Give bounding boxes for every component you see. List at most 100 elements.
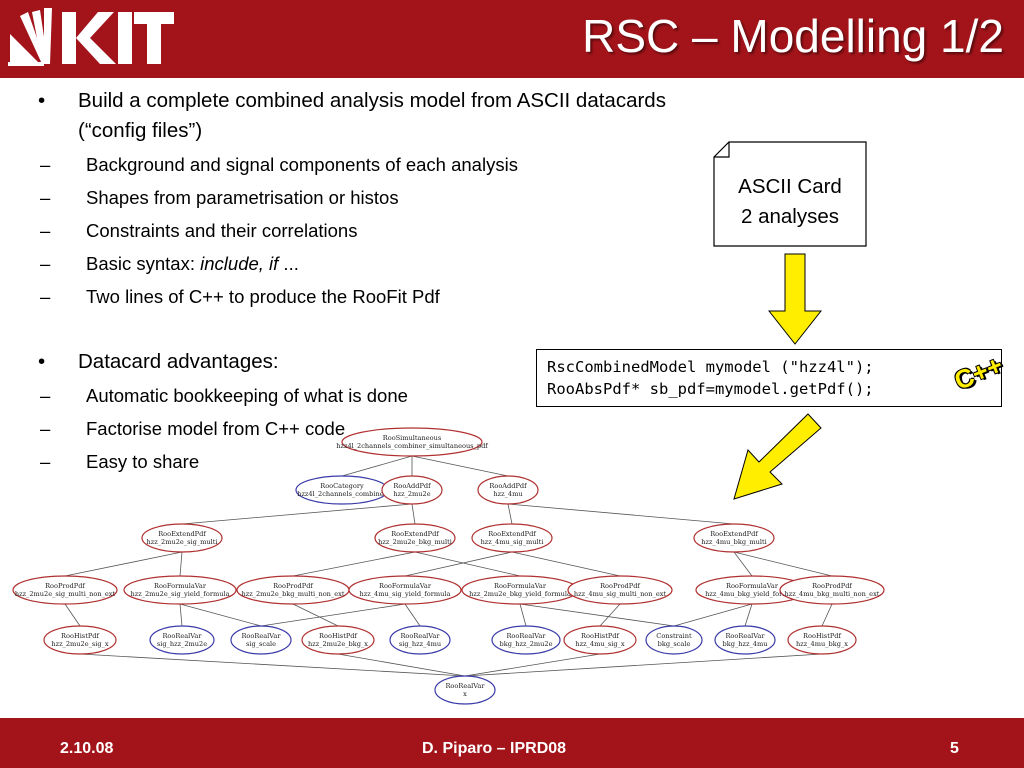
graph-node-ellipse — [43, 625, 117, 655]
sub-item-text: Two lines of C++ to produce the RooFit P… — [86, 286, 440, 307]
graph-edge — [181, 503, 413, 525]
graph-node-label: hzz_2mu2e_bkg_yield_formula — [469, 590, 571, 598]
graph-node-type: RooSimultaneous — [383, 434, 442, 442]
graph-node-label: sig_hzz_4mu — [399, 640, 441, 648]
sub-item-text: Basic syntax: — [86, 253, 201, 274]
sub-item-text: Easy to share — [86, 451, 200, 472]
graph-edge — [464, 653, 601, 677]
bullet-item: • Datacard advantages: –Automatic bookke… — [38, 347, 718, 478]
sub-item: –Constraints and their correlations — [40, 214, 718, 247]
footer-page-number: 5 — [950, 740, 959, 757]
sub-item: –Two lines of C++ to produce the RooFit … — [40, 280, 718, 313]
sub-item: – Background and signal components of eac… — [40, 148, 718, 181]
graph-node-ellipse — [645, 625, 703, 655]
footer-date: 2.10.08 — [60, 740, 114, 757]
graph-edge — [337, 653, 466, 677]
ascii-card-line1: ASCII Card — [738, 175, 842, 198]
graph-node-ellipse — [787, 625, 857, 655]
bullet-text: Build a complete combined analysis model… — [78, 89, 666, 142]
graph-edge — [507, 503, 735, 525]
graph-node-type: RooRealVar — [241, 632, 281, 640]
graph-node-ellipse — [779, 575, 885, 605]
page-title: RSC – Modelling 1/2 — [582, 10, 1004, 62]
graph-node-ellipse — [341, 427, 483, 457]
graph-node: RooSimultaneoushzz4l_2channels_combiner_… — [336, 427, 488, 457]
bullet-symbol: • — [38, 89, 46, 112]
graph-node-label: hzz_4mu_sig_multi — [481, 538, 544, 546]
sub-item-suffix: ... — [278, 253, 299, 274]
graph-node-ellipse — [374, 523, 456, 553]
graph-node-ellipse — [149, 625, 215, 655]
dash-symbol: – — [40, 220, 51, 241]
graph-edge — [179, 551, 183, 577]
dash-symbol: – — [40, 154, 51, 175]
graph-edge — [404, 603, 421, 627]
graph-node-type: RooExtendPdf — [391, 530, 439, 538]
graph-node-label: hzz_4mu_bkg_multi_non_ext — [785, 590, 880, 598]
graph-node-ellipse — [693, 523, 775, 553]
graph-node-ellipse — [381, 475, 443, 505]
sub-item-text: Background and signal components of each… — [86, 154, 518, 175]
graph-node-type: RooAddPdf — [393, 482, 431, 490]
ascii-card-label: ASCII Card 2 analyses — [713, 172, 867, 232]
graph-node-ellipse — [141, 523, 223, 553]
dash-symbol: – — [40, 187, 51, 208]
graph-edge — [507, 503, 513, 525]
dash-symbol: – — [40, 418, 51, 439]
graph-node-type: RooFormulaVar — [726, 582, 779, 590]
bullet-symbol: • — [38, 350, 46, 373]
code-line1: RscCombinedModel mymodel ("hzz4l"); — [547, 358, 874, 376]
footer-bar: 2.10.08 D. Piparo – IPRD08 5 — [0, 718, 1024, 768]
graph-node-label: hzz4l_2channels_combiner — [297, 490, 387, 498]
graph-node-type: RooExtendPdf — [158, 530, 206, 538]
graph-node-ellipse — [491, 625, 561, 655]
graph-edge — [519, 603, 675, 627]
graph-node-ellipse — [348, 575, 462, 605]
graph-node-ellipse — [230, 625, 292, 655]
graph-node-ellipse — [714, 625, 776, 655]
graph-edge — [744, 603, 753, 627]
graph-node-ellipse — [301, 625, 375, 655]
graph-node-ellipse — [434, 675, 496, 705]
diagonal-arrow-shape — [733, 413, 822, 500]
graph-node-type: RooProdPdf — [273, 582, 313, 590]
kit-logo-icon — [8, 8, 174, 66]
graph-node-label: hzz_2mu2e_bkg_multi_non_ext — [241, 590, 344, 598]
graph-node-type: RooHistPdf — [61, 632, 99, 640]
graph-edge — [64, 603, 81, 627]
sub-list: – Background and signal components of eac… — [40, 148, 718, 313]
sub-item-text: Factorise model from C++ code — [86, 418, 346, 439]
graph-node-type: RooRealVar — [506, 632, 546, 640]
graph-node-label: hzz_2mu2e_sig_yield_formula — [130, 590, 229, 598]
graph-edge — [599, 603, 621, 627]
graph-node-label: bkg_scale — [658, 640, 691, 648]
graph-node-ellipse — [123, 575, 237, 605]
graph-node-type: RooHistPdf — [803, 632, 841, 640]
graph-node-label: hzz_2mu2e_bkg_multi — [378, 538, 452, 546]
spacer — [38, 313, 718, 347]
dash-symbol: – — [40, 253, 51, 274]
graph-node-type: RooHistPdf — [319, 632, 357, 640]
graph-node-type: RooRealVar — [162, 632, 202, 640]
graph-node-label: hzz_2mu2e_sig_x — [51, 640, 109, 648]
graph-edge — [673, 603, 753, 627]
graph-edge — [292, 603, 339, 627]
graph-edge — [464, 653, 823, 677]
graph-edge — [292, 551, 416, 577]
